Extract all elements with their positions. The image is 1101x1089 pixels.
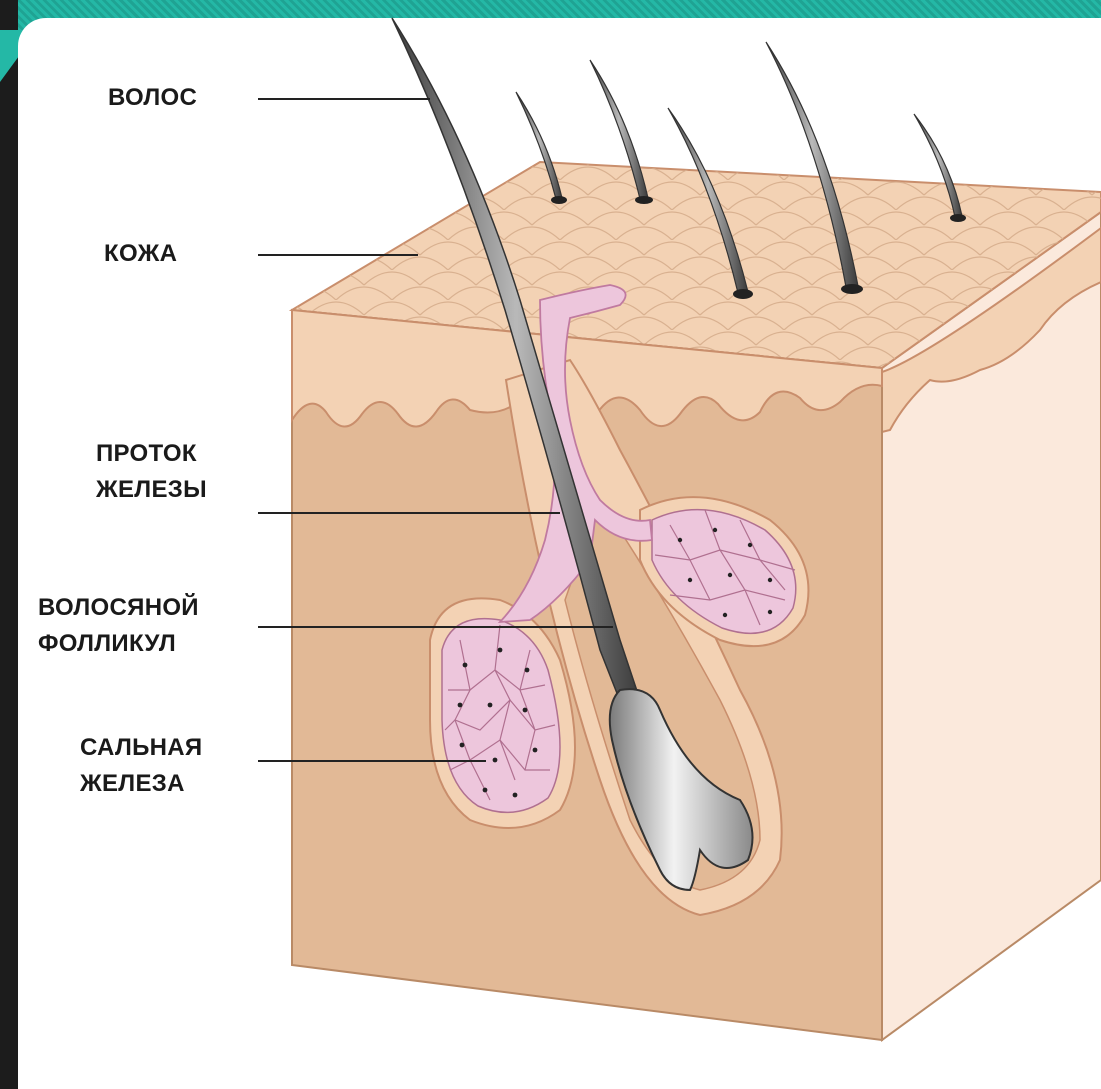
label-skin: КОЖА [104, 236, 177, 272]
leader-line-follicle [258, 626, 613, 628]
label-hair-follicle: ВОЛОСЯНОЙ ФОЛЛИКУЛ [38, 590, 199, 662]
label-gland-duct: ПРОТОК ЖЕЛЕЗЫ [96, 436, 207, 508]
leader-line-duct [258, 512, 560, 514]
leader-line-skin [258, 254, 418, 256]
label-hair: ВОЛОС [108, 80, 197, 116]
leader-line-gland [258, 760, 486, 762]
label-sebaceous-gland: САЛЬНАЯ ЖЕЛЕЗА [80, 730, 202, 802]
leader-line-hair [258, 98, 430, 100]
